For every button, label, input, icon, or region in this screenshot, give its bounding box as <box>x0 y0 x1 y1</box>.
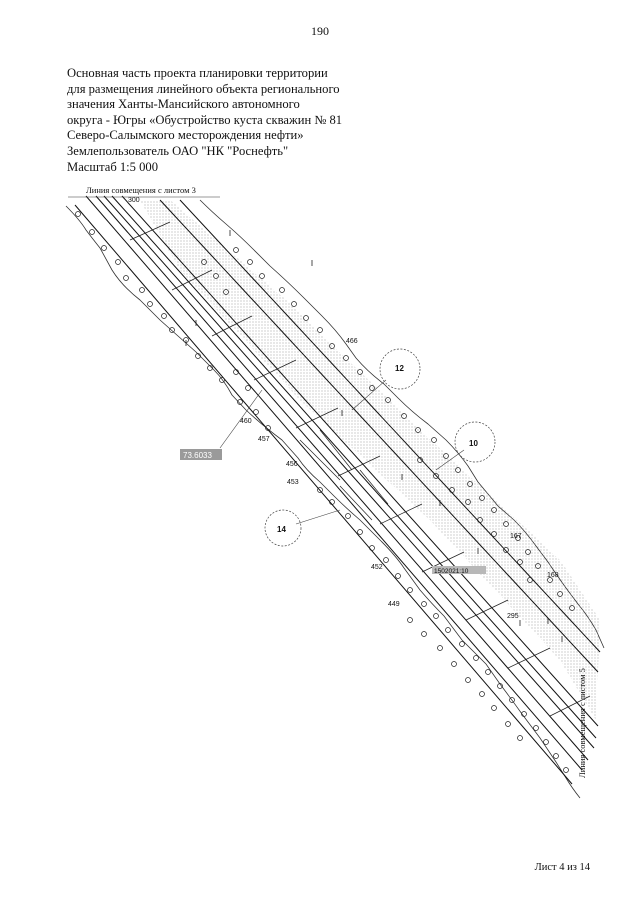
point-label-top: 300 <box>128 197 140 204</box>
area-label-box <box>180 449 222 460</box>
corridor-boundary <box>65 199 605 799</box>
match-line-top-label: Линия совмещения с листом 3 <box>86 185 196 195</box>
stipple-band <box>140 200 600 720</box>
title-line-3: значения Ханты-Мансийского автономного <box>67 97 300 112</box>
callout-circles <box>264 348 496 547</box>
page-number: 190 <box>311 24 329 38</box>
small-label-box <box>432 566 486 574</box>
title-line-6: Землепользователь ОАО "НК "Роснефть" <box>67 143 289 158</box>
title-line-4: округа - Югры «Обустройство куста скважи… <box>67 112 343 127</box>
match-line-right-label: Линия совмещения с листом 5 <box>577 668 587 778</box>
point-label-456: 456 <box>286 461 298 468</box>
callout-12: 12 <box>395 364 404 373</box>
title-block: Основная часть проекта планировки террит… <box>67 66 397 175</box>
point-label-449: 449 <box>388 601 400 608</box>
title-line-5: Северо-Салымского месторождения нефти» <box>67 128 304 143</box>
callout-10: 10 <box>469 439 478 448</box>
cross-ticks <box>129 221 591 717</box>
small-label: 1502021:10 <box>434 568 469 575</box>
callout-14: 14 <box>277 525 286 534</box>
planning-map: 12 10 14 73.6033 1502021:10 466 460 457 … <box>65 185 605 799</box>
scale-label: Масштаб 1:5 000 <box>67 159 159 174</box>
leader-lines <box>219 379 465 525</box>
title-line-2: для размещения линейного объекта региона… <box>67 81 340 96</box>
sheet-label: Лист 4 из 14 <box>534 862 590 873</box>
area-label: 73.6033 <box>183 451 212 460</box>
point-label-466: 466 <box>346 338 358 345</box>
point-label-457: 457 <box>258 436 270 443</box>
tree-symbols <box>75 211 575 773</box>
title-line-1: Основная часть проекта планировки террит… <box>67 66 328 80</box>
point-label-295: 295 <box>507 613 519 620</box>
point-label-453: 453 <box>287 479 299 486</box>
road-lines <box>74 195 601 785</box>
map-area: 12 10 14 73.6033 1502021:10 466 460 457 … <box>0 180 640 840</box>
point-label-168: 168 <box>547 572 559 579</box>
point-label-452: 452 <box>371 564 383 571</box>
bush-markers <box>185 230 563 642</box>
point-label-460: 460 <box>240 418 252 425</box>
point-label-167: 167 <box>510 533 522 540</box>
